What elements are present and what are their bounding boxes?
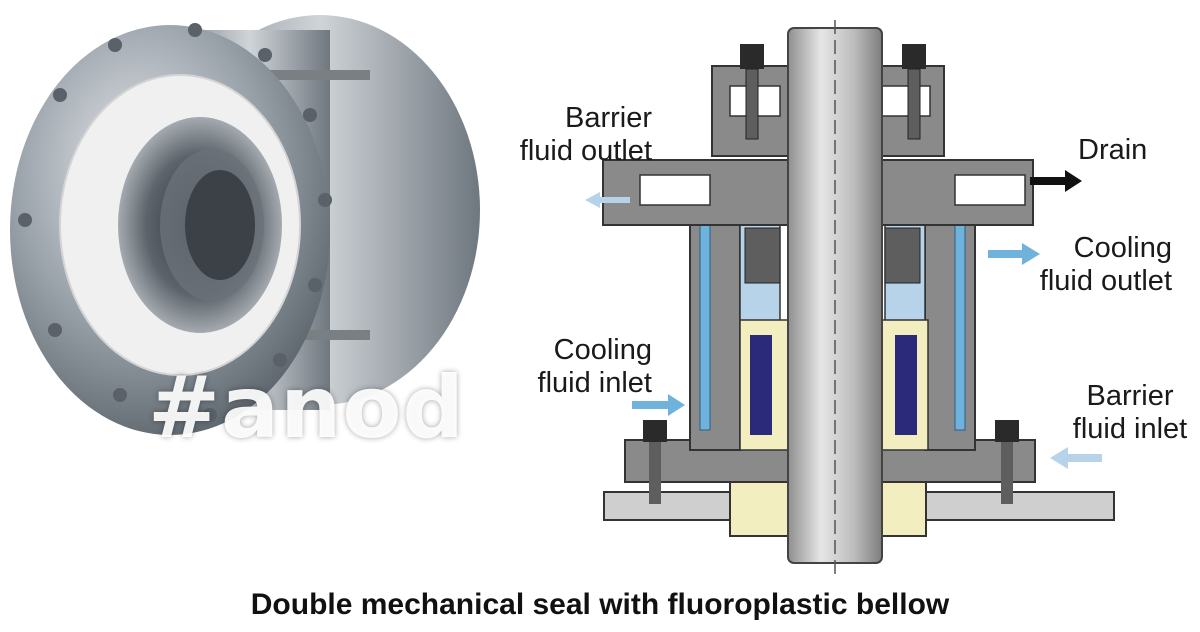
seal-ring-right xyxy=(884,227,921,284)
bottom-bolt-left xyxy=(643,420,667,504)
photo-rod xyxy=(210,70,370,80)
seal-photo xyxy=(10,15,480,435)
top-bolt-left xyxy=(740,44,764,140)
watermark-text: #anod xyxy=(148,358,465,458)
barrier-port-left xyxy=(639,174,711,206)
label-cooling-outlet: Cooling fluid outlet xyxy=(1039,232,1172,297)
label-cooling-inlet: Cooling fluid inlet xyxy=(537,334,652,399)
drain-port xyxy=(954,174,1026,206)
cooling-jacket-right xyxy=(954,224,966,431)
outer-housing-right xyxy=(924,209,976,451)
barrier-inlet-arrow xyxy=(1050,447,1102,469)
outer-housing-left xyxy=(689,209,741,451)
photo-bolt-holes xyxy=(18,23,332,422)
seal-ring-left xyxy=(744,227,781,284)
figure-caption: Double mechanical seal with fluoroplasti… xyxy=(250,588,950,621)
barrier-outlet-arrow xyxy=(585,192,630,208)
label-barrier-outlet: Barrier fluid outlet xyxy=(519,102,652,167)
bellow-right xyxy=(877,319,929,451)
cooling-inlet-arrow xyxy=(632,394,685,416)
cooling-jacket-left xyxy=(699,224,711,431)
cooling-outlet-arrow xyxy=(988,243,1040,265)
top-bolt-right xyxy=(902,44,926,140)
label-drain: Drain xyxy=(1078,134,1148,166)
label-barrier-inlet: Barrier fluid inlet xyxy=(1072,380,1188,445)
seal-cross-section xyxy=(585,20,1115,575)
drain-arrow xyxy=(1030,170,1082,192)
bottom-bolt-right xyxy=(995,420,1019,504)
bellow-left xyxy=(739,319,791,451)
